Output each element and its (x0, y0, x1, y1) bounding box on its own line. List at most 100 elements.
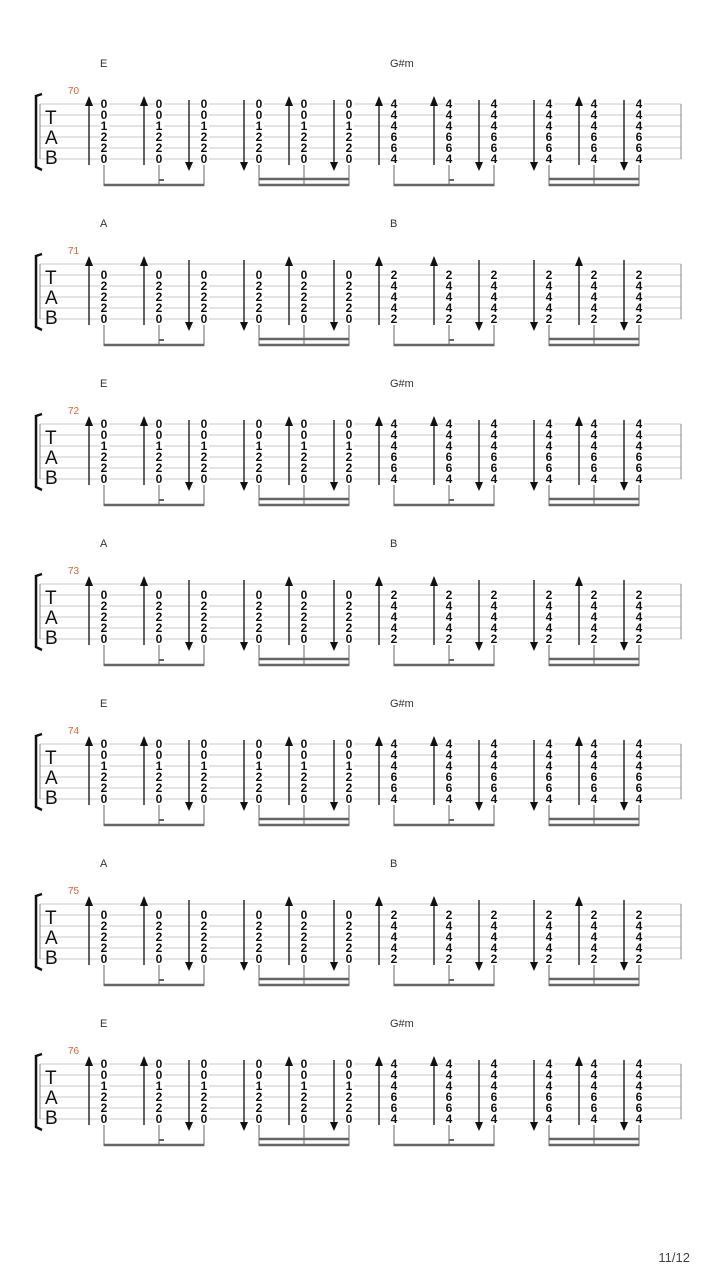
fret-bg (490, 1070, 499, 1080)
fret-number: 0 (301, 632, 308, 646)
fret-number: 6 (446, 1090, 453, 1104)
fret-number: 1 (156, 1079, 163, 1093)
strum-down-arrow (620, 482, 628, 491)
fret-bg (635, 761, 644, 771)
fret-number: 0 (101, 417, 108, 431)
fret-bg (300, 154, 309, 164)
fret-number: 0 (256, 417, 263, 431)
fret-number: 1 (256, 119, 263, 133)
fret-bg (255, 132, 264, 142)
fret-number: 6 (636, 1090, 643, 1104)
fret-number: 4 (391, 152, 398, 166)
fret-bg (255, 143, 264, 153)
fret-number: 0 (201, 1057, 208, 1071)
strum-down-arrow (620, 802, 628, 811)
strum-up-arrow (285, 576, 293, 586)
fret-bg (590, 932, 599, 942)
fret-bg (635, 292, 644, 302)
fret-number: 0 (256, 312, 263, 326)
fret-number: 2 (301, 461, 308, 475)
tab-clef-letter: B (45, 468, 58, 489)
fret-number: 2 (346, 770, 353, 784)
fret-bg (155, 270, 164, 280)
fret-number: 2 (301, 301, 308, 315)
fret-number: 1 (346, 119, 353, 133)
strum-up-arrow (575, 256, 583, 266)
fret-number: 4 (491, 621, 498, 635)
fret-bg (155, 154, 164, 164)
fret-bg (390, 601, 399, 611)
fret-number: 0 (301, 472, 308, 486)
fret-bg (635, 110, 644, 120)
fret-bg (200, 110, 209, 120)
fret-number: 4 (636, 941, 643, 955)
fret-number: 4 (391, 417, 398, 431)
fret-bg (200, 270, 209, 280)
strum-down-arrow (240, 1122, 248, 1131)
fret-bg (490, 623, 499, 633)
fret-bg (445, 783, 454, 793)
fret-number: 4 (391, 108, 398, 122)
fret-number: 2 (256, 301, 263, 315)
fret-number: 4 (591, 1079, 598, 1093)
fret-bg (635, 1092, 644, 1102)
fret-number: 0 (256, 428, 263, 442)
fret-number: 0 (346, 472, 353, 486)
fret-number: 2 (101, 290, 108, 304)
fret-bg (155, 121, 164, 131)
fret-number: 0 (201, 632, 208, 646)
fret-number: 2 (491, 908, 498, 922)
fret-number: 2 (101, 770, 108, 784)
fret-bg (390, 430, 399, 440)
fret-number: 2 (346, 141, 353, 155)
fret-number: 0 (101, 1112, 108, 1126)
fret-bg (200, 761, 209, 771)
fret-bg (100, 143, 109, 153)
fret-number: 4 (591, 1068, 598, 1082)
fret-number: 4 (636, 119, 643, 133)
strum-up-arrow (375, 576, 383, 586)
fret-number: 6 (491, 130, 498, 144)
fret-bg (445, 132, 454, 142)
fret-bg (390, 121, 399, 131)
fret-number: 2 (201, 930, 208, 944)
fret-number: 0 (346, 1112, 353, 1126)
system-bracket (34, 892, 43, 972)
fret-bg (255, 99, 264, 109)
fret-number: 4 (591, 930, 598, 944)
fret-bg (300, 601, 309, 611)
fret-bg (300, 954, 309, 964)
fret-bg (255, 772, 264, 782)
fret-bg (390, 110, 399, 120)
fret-bg (200, 783, 209, 793)
fret-bg (545, 474, 554, 484)
fret-number: 1 (256, 439, 263, 453)
fret-number: 4 (636, 737, 643, 751)
fret-bg (590, 419, 599, 429)
fret-number: 2 (101, 599, 108, 613)
fret-number: 4 (546, 290, 553, 304)
fret-bg (445, 303, 454, 313)
fret-bg (545, 943, 554, 953)
fret-number: 2 (256, 141, 263, 155)
fret-number: 4 (446, 472, 453, 486)
fret-number: 0 (156, 1112, 163, 1126)
fret-bg (590, 1059, 599, 1069)
fret-bg (545, 292, 554, 302)
fret-bg (545, 303, 554, 313)
fret-bg (200, 121, 209, 131)
fret-bg (200, 590, 209, 600)
fret-bg (155, 634, 164, 644)
fret-bg (590, 314, 599, 324)
fret-number: 2 (546, 268, 553, 282)
fret-number: 2 (156, 621, 163, 635)
strum-down-arrow (530, 962, 538, 971)
fret-number: 2 (391, 268, 398, 282)
fret-bg (255, 1092, 264, 1102)
fret-number: 6 (546, 461, 553, 475)
fret-number: 0 (101, 748, 108, 762)
strum-up-arrow (375, 256, 383, 266)
fret-bg (445, 419, 454, 429)
fret-bg (155, 303, 164, 313)
tab-clef-letter: A (45, 448, 58, 469)
